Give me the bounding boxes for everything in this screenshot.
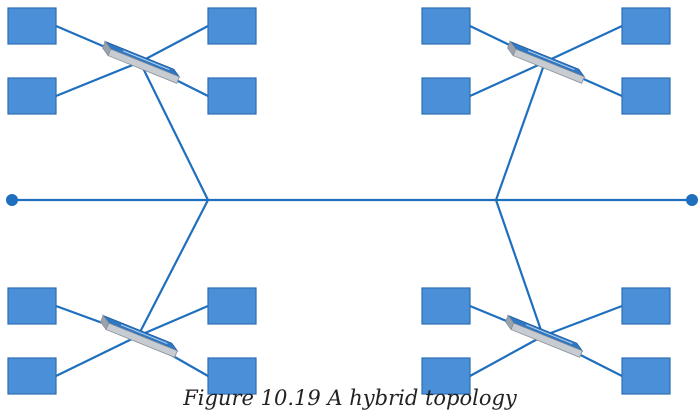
computer-node-icon <box>621 77 671 115</box>
computer-node-icon <box>421 357 471 395</box>
computer-link <box>54 334 140 378</box>
switch-icon <box>507 40 586 84</box>
computer-node-icon <box>621 357 671 395</box>
computer-link <box>543 24 624 64</box>
hub-uplink <box>494 60 547 202</box>
computer-node-icon <box>7 77 57 115</box>
switch-icon <box>100 314 179 358</box>
computer-link <box>136 304 210 338</box>
computer-link <box>468 334 545 378</box>
computer-link <box>138 24 210 64</box>
network-nodes <box>6 7 698 395</box>
computer-node-icon <box>207 7 257 45</box>
computer-link <box>468 60 547 98</box>
switch-icon <box>102 40 181 84</box>
computer-node-icon <box>421 77 471 115</box>
computer-node-icon <box>207 77 257 115</box>
computer-node-icon <box>621 7 671 45</box>
hub-uplink <box>136 198 210 338</box>
computer-link <box>541 304 624 338</box>
computer-node-icon <box>621 287 671 325</box>
computer-node-icon <box>7 357 57 395</box>
computer-link <box>54 60 142 98</box>
computer-node-icon <box>7 287 57 325</box>
hub-uplink <box>138 60 210 202</box>
terminator-icon <box>6 194 18 206</box>
computer-node-icon <box>421 287 471 325</box>
computer-node-icon <box>207 357 257 395</box>
computer-node-icon <box>207 287 257 325</box>
switch-icon <box>505 314 584 358</box>
terminator-icon <box>686 194 698 206</box>
computer-node-icon <box>7 7 57 45</box>
hub-uplink <box>494 198 545 338</box>
figure-caption: Figure 10.19 A hybrid topology <box>183 386 517 410</box>
computer-node-icon <box>421 7 471 45</box>
